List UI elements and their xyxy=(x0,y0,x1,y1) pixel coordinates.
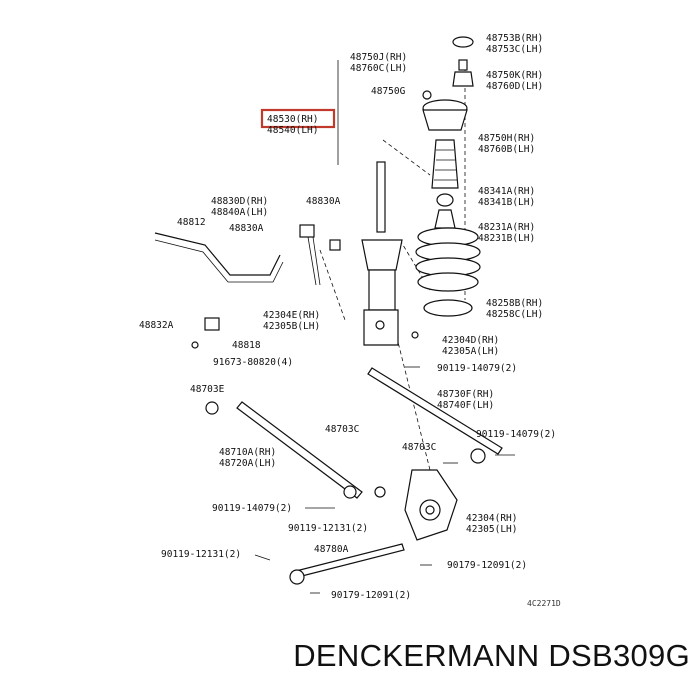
label-48750g: 48750G xyxy=(371,86,406,97)
label-48830a-mid: 48830A xyxy=(229,223,264,234)
brand-title: DENCKERMANN DSB309G xyxy=(293,638,690,673)
label-42305: 42305(LH) xyxy=(466,524,517,535)
label-diagram-code: 4C2271D xyxy=(527,599,561,608)
bolts xyxy=(254,366,515,594)
label-48760c: 48760C(LH) xyxy=(350,63,407,74)
label-90119-14079-c: 90119-14079(2) xyxy=(212,503,292,514)
label-48540: 48540(LH) xyxy=(267,125,318,136)
label-48750h: 48750H(RH) xyxy=(478,133,535,144)
label-48832a: 48832A xyxy=(139,320,174,331)
label-48753b: 48753B(RH) xyxy=(486,33,543,44)
suspension-arms xyxy=(205,367,503,585)
label-48710a: 48710A(RH) xyxy=(219,447,276,458)
strut-mount-parts xyxy=(422,36,474,229)
label-48730f: 48730F(RH) xyxy=(437,389,494,400)
stabilizer-bar xyxy=(154,224,341,349)
label-48703c-a: 48703C xyxy=(325,424,359,435)
label-42304d: 42304D(RH) xyxy=(442,335,499,346)
label-42304e: 42304E(RH) xyxy=(263,310,320,321)
label-48341b: 48341B(LH) xyxy=(478,197,535,208)
label-90179-12091-b: 90179-12091(2) xyxy=(331,590,411,601)
label-42305a: 42305A(LH) xyxy=(442,346,499,357)
label-48750j: 48750J(RH) xyxy=(350,52,407,63)
label-48703c-b: 48703C xyxy=(402,442,436,453)
label-48753c: 48753C(LH) xyxy=(486,44,543,55)
label-48530: 48530(RH) xyxy=(267,114,318,125)
label-48703e: 48703E xyxy=(190,384,225,395)
shock-absorber xyxy=(361,161,403,346)
label-90119-12131-b: 90119-12131(2) xyxy=(161,549,241,560)
steering-knuckle xyxy=(404,331,458,541)
label-48750k: 48750K(RH) xyxy=(486,70,543,81)
label-91673: 91673-80820(4) xyxy=(213,357,293,368)
label-48760b: 48760B(LH) xyxy=(478,144,535,155)
label-48830a-top: 48830A xyxy=(306,196,341,207)
label-90119-14079-a: 90119-14079(2) xyxy=(437,363,517,374)
label-48341a: 48341A(RH) xyxy=(478,186,535,197)
label-48830d: 48830D(RH) xyxy=(211,196,268,207)
label-48840a: 48840A(LH) xyxy=(211,207,268,218)
label-90119-14079-b: 90119-14079(2) xyxy=(476,429,556,440)
label-42304: 42304(RH) xyxy=(466,513,517,524)
label-90119-12131-a: 90119-12131(2) xyxy=(288,523,368,534)
label-42305b: 42305B(LH) xyxy=(263,321,320,332)
label-48231a: 48231A(RH) xyxy=(478,222,535,233)
label-48258c: 48258C(LH) xyxy=(486,309,543,320)
label-48720a: 48720A(LH) xyxy=(219,458,276,469)
label-48818: 48818 xyxy=(232,340,261,351)
label-90179-12091-a: 90179-12091(2) xyxy=(447,560,527,571)
coil-spring xyxy=(415,227,481,317)
label-48780a: 48780A xyxy=(314,544,349,555)
part-labels: 48753B(RH) 48753C(LH) 48750J(RH) 48760C(… xyxy=(139,33,561,608)
highlight-box xyxy=(260,108,336,129)
label-48258b: 48258B(RH) xyxy=(486,298,543,309)
label-48231b: 48231B(LH) xyxy=(478,233,535,244)
label-48760d: 48760D(LH) xyxy=(486,81,543,92)
label-48740f: 48740F(LH) xyxy=(437,400,494,411)
label-48812: 48812 xyxy=(177,217,206,228)
